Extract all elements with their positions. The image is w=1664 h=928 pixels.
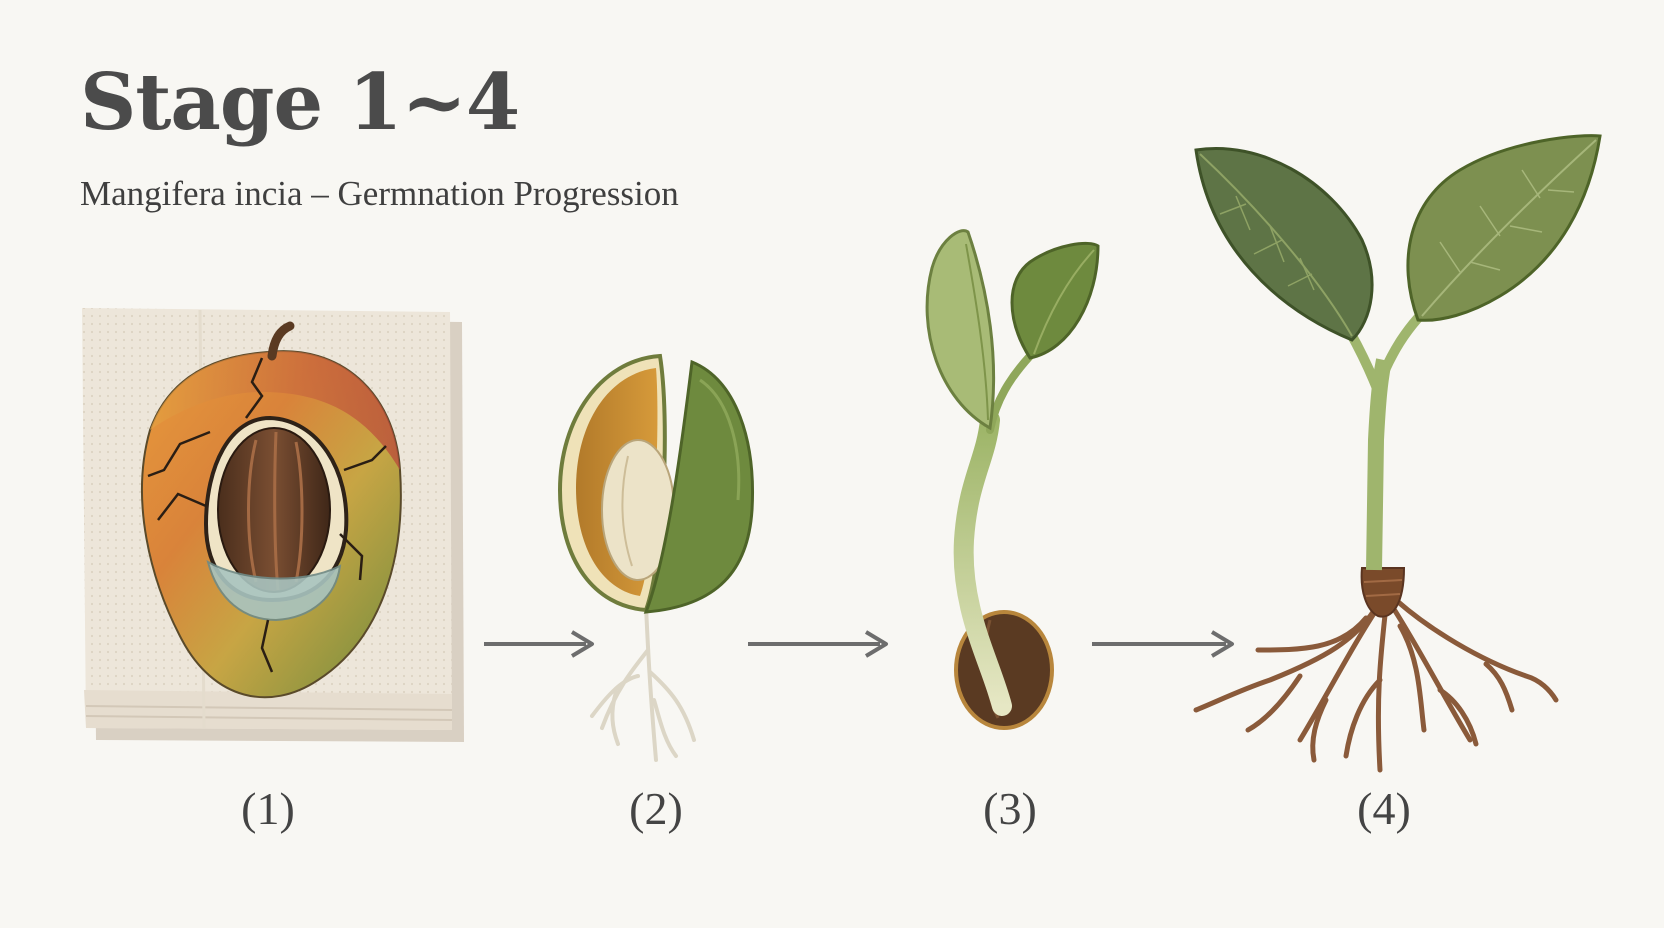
arrow-right-icon bbox=[748, 630, 888, 658]
stage-label-4: (4) bbox=[1357, 783, 1411, 834]
seed-roots bbox=[590, 604, 696, 762]
arrow-right-icon bbox=[484, 630, 594, 658]
plant-roots bbox=[1193, 597, 1559, 773]
stage-2-illustration bbox=[557, 353, 754, 762]
stage-3-illustration bbox=[925, 229, 1100, 730]
cracked-mango-icon bbox=[141, 321, 402, 699]
stage-label-2: (2) bbox=[629, 783, 683, 834]
stage-4-illustration bbox=[1193, 134, 1602, 773]
page-subtitle: Mangifera incia – Germnation Progression bbox=[80, 174, 679, 213]
stage-label-3: (3) bbox=[983, 783, 1037, 834]
stage-1-illustration bbox=[82, 308, 464, 742]
page-title: Stage 1~4 bbox=[80, 57, 520, 148]
stage-label-1: (1) bbox=[241, 783, 295, 834]
arrow-right-icon bbox=[1092, 630, 1234, 658]
